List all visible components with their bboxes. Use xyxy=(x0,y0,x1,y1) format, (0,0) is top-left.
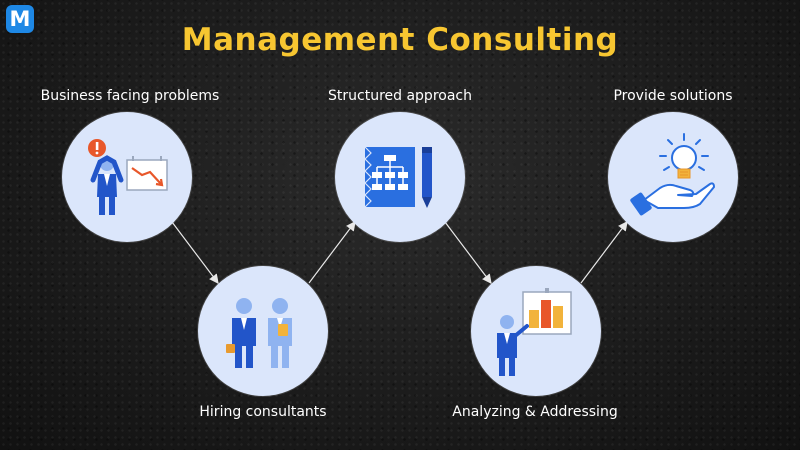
step-2-node xyxy=(198,266,328,396)
step-3-label: Structured approach xyxy=(328,88,472,104)
step-5-label: Provide solutions xyxy=(613,88,733,104)
hand-holding-lightbulb-icon xyxy=(630,133,715,216)
step-5-node xyxy=(608,112,738,242)
step-4-node xyxy=(471,266,601,396)
flowchart-document-with-pencil-icon xyxy=(364,146,432,208)
arrow-4-to-5 xyxy=(580,221,628,284)
step-3-node xyxy=(335,112,465,242)
page-title: Management Consulting xyxy=(181,22,619,58)
step-4-label: Analyzing & Addressing xyxy=(452,404,618,420)
arrow-1-to-2 xyxy=(171,221,219,284)
stressed-businessman-with-falling-chart-icon xyxy=(88,139,168,215)
step-2-label: Hiring consultants xyxy=(199,404,327,420)
presenter-with-bar-chart-board-icon xyxy=(497,288,572,376)
app-logo[interactable]: M xyxy=(6,5,34,33)
step-1-label: Business facing problems xyxy=(40,88,220,104)
step-1-node xyxy=(62,112,192,242)
two-consultants-with-briefcases-icon xyxy=(226,298,292,368)
arrow-3-to-4 xyxy=(444,221,492,284)
arrow-2-to-3 xyxy=(308,221,356,284)
